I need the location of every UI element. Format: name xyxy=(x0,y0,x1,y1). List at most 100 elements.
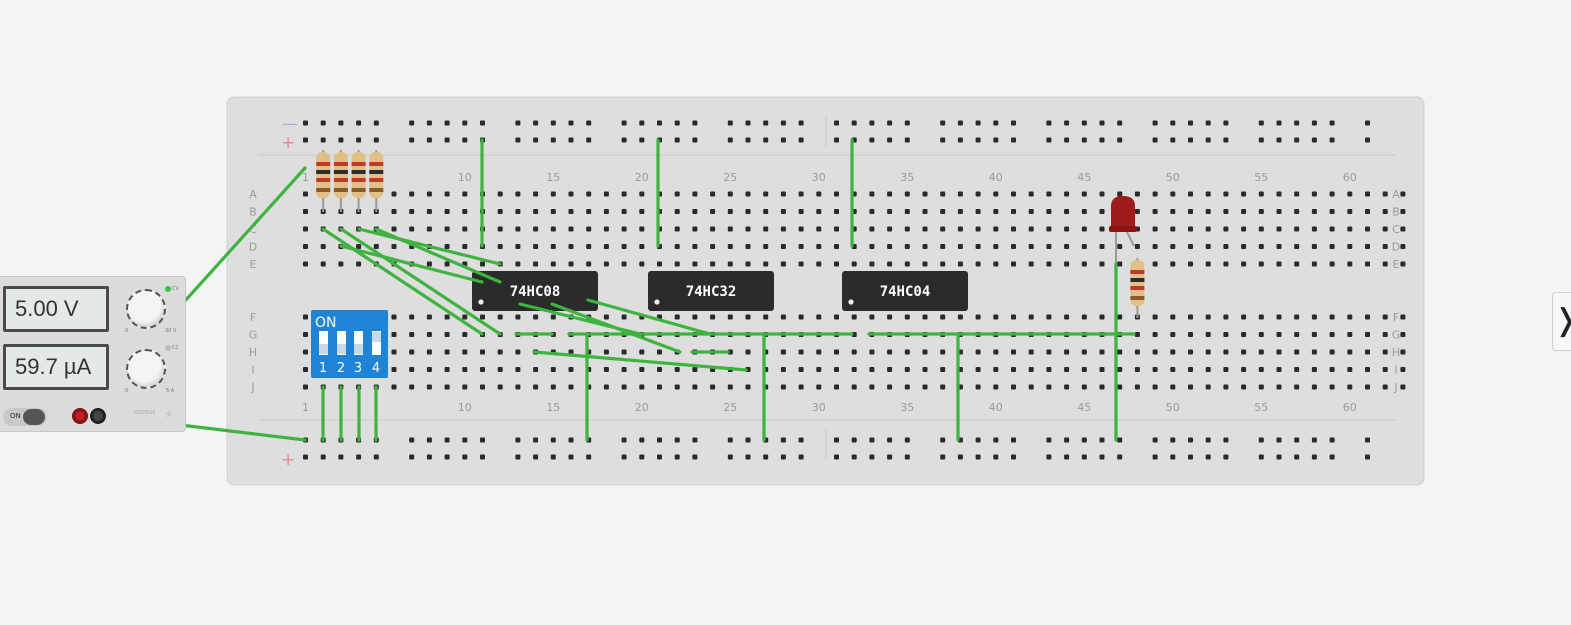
dip-toggle-4[interactable] xyxy=(372,331,381,355)
resistor-led[interactable] xyxy=(1130,258,1145,318)
row-letter: J xyxy=(1393,381,1397,394)
row-letter: I xyxy=(251,364,254,377)
column-number: 40 xyxy=(989,171,1003,184)
current-display: 59.7 µA xyxy=(3,344,109,390)
column-number: 45 xyxy=(1077,401,1091,414)
column-number: 50 xyxy=(1166,171,1180,184)
column-number: 40 xyxy=(989,401,1003,414)
cv-indicator-icon xyxy=(165,286,171,292)
breadboard[interactable] xyxy=(226,96,1425,486)
dip-number-4: 4 xyxy=(372,361,380,376)
row-letter: D xyxy=(249,241,257,254)
led[interactable] xyxy=(1109,196,1137,264)
chip-74hc32[interactable]: 74HC32 xyxy=(648,271,774,311)
chip-74hc04[interactable]: 74HC04 xyxy=(842,271,968,311)
row-letter: I xyxy=(1394,364,1397,377)
row-letter: E xyxy=(250,258,257,271)
wire[interactable] xyxy=(532,350,748,372)
voltage-knob-min: 0 xyxy=(125,328,129,334)
voltage-knob[interactable] xyxy=(126,289,166,329)
cv-label: CV xyxy=(172,286,179,292)
wire[interactable] xyxy=(339,244,484,284)
row-letter: C xyxy=(1392,223,1400,236)
rail-plus-symbol-bottom: + xyxy=(281,450,295,470)
dip-toggle-2[interactable] xyxy=(337,331,346,355)
column-number: 45 xyxy=(1077,171,1091,184)
brand-label: VOLTAGE xyxy=(133,410,156,416)
column-number: 60 xyxy=(1343,401,1357,414)
chip-label: 74HC04 xyxy=(880,284,931,300)
column-number: 30 xyxy=(812,171,826,184)
chip-label: 74HC08 xyxy=(510,284,561,300)
cc-label: CC xyxy=(172,345,179,351)
column-number: 15 xyxy=(546,171,560,184)
column-number: 35 xyxy=(900,401,914,414)
row-letter: H xyxy=(249,346,257,359)
column-number: 15 xyxy=(546,401,560,414)
column-number: 25 xyxy=(723,171,737,184)
power-switch[interactable]: ON xyxy=(3,408,47,426)
rail-minus-symbol-top: — xyxy=(282,114,298,133)
dip-number-2: 2 xyxy=(337,361,345,376)
voltage-display: 5.00 V xyxy=(3,286,109,332)
dip-switch[interactable]: ON 1 2 3 4 xyxy=(311,310,388,378)
column-number: 30 xyxy=(812,401,826,414)
row-letter: G xyxy=(1392,329,1401,342)
column-number: 35 xyxy=(900,171,914,184)
dip-number-1: 1 xyxy=(319,361,327,376)
column-number: 25 xyxy=(723,401,737,414)
positive-terminal[interactable] xyxy=(72,408,88,424)
row-letter: F xyxy=(1393,311,1399,324)
wire[interactable] xyxy=(374,227,502,284)
resistor-2[interactable] xyxy=(333,150,348,212)
dip-toggle-3[interactable] xyxy=(354,331,363,355)
current-knob-min: 0 xyxy=(125,388,129,394)
row-letter: D xyxy=(1392,241,1400,254)
resistor-4[interactable] xyxy=(369,150,384,212)
dip-toggle-1[interactable] xyxy=(319,331,328,355)
row-letter: B xyxy=(249,206,257,219)
chevron-right-icon[interactable]: ❭ xyxy=(1552,292,1571,351)
negative-terminal[interactable] xyxy=(90,408,106,424)
column-number: 20 xyxy=(635,401,649,414)
resistor-1[interactable] xyxy=(316,150,331,212)
dip-number-3: 3 xyxy=(354,361,362,376)
column-number: 20 xyxy=(635,171,649,184)
column-number: 55 xyxy=(1254,171,1268,184)
row-letter: C xyxy=(249,223,257,236)
column-number: 50 xyxy=(1166,401,1180,414)
column-number: 1 xyxy=(302,401,309,414)
row-letter: F xyxy=(250,311,256,324)
resistor-3[interactable] xyxy=(351,150,366,212)
column-number: 10 xyxy=(458,171,472,184)
column-number: 1 xyxy=(302,171,309,184)
wire[interactable] xyxy=(321,227,484,336)
lightning-icon: ⚡ xyxy=(165,408,173,421)
cc-indicator-icon xyxy=(165,345,171,351)
row-letter: B xyxy=(1392,206,1400,219)
row-letter: G xyxy=(249,329,258,342)
wire[interactable] xyxy=(518,302,642,336)
dip-switch-on-label: ON xyxy=(315,315,337,331)
row-letter: H xyxy=(1392,346,1400,359)
column-number: 55 xyxy=(1254,401,1268,414)
row-letter: A xyxy=(249,188,257,201)
row-letter: E xyxy=(1393,258,1400,271)
column-number: 60 xyxy=(1343,171,1357,184)
power-supply[interactable]: 5.00 V 59.7 µA CV CC 0 30 V 0 5 A VOLTAG… xyxy=(0,276,186,432)
resistors[interactable] xyxy=(316,150,1145,318)
wire[interactable] xyxy=(357,227,502,266)
row-letter: A xyxy=(1392,188,1400,201)
current-knob[interactable] xyxy=(126,349,166,389)
row-letter: J xyxy=(250,381,254,394)
wire[interactable] xyxy=(339,227,502,336)
voltage-knob-max: 30 V xyxy=(165,328,177,334)
chip-74hc08[interactable]: 74HC08 xyxy=(472,271,598,311)
column-labels: 1 1 10 10 15 15 20 20 25 25 30 30 35 35 40 40 45 45 50 50 55… xyxy=(302,171,1357,414)
wire[interactable] xyxy=(586,298,712,336)
column-number: 10 xyxy=(458,401,472,414)
current-knob-max: 5 A xyxy=(166,388,175,394)
rail-plus-symbol-top: + xyxy=(281,133,295,153)
